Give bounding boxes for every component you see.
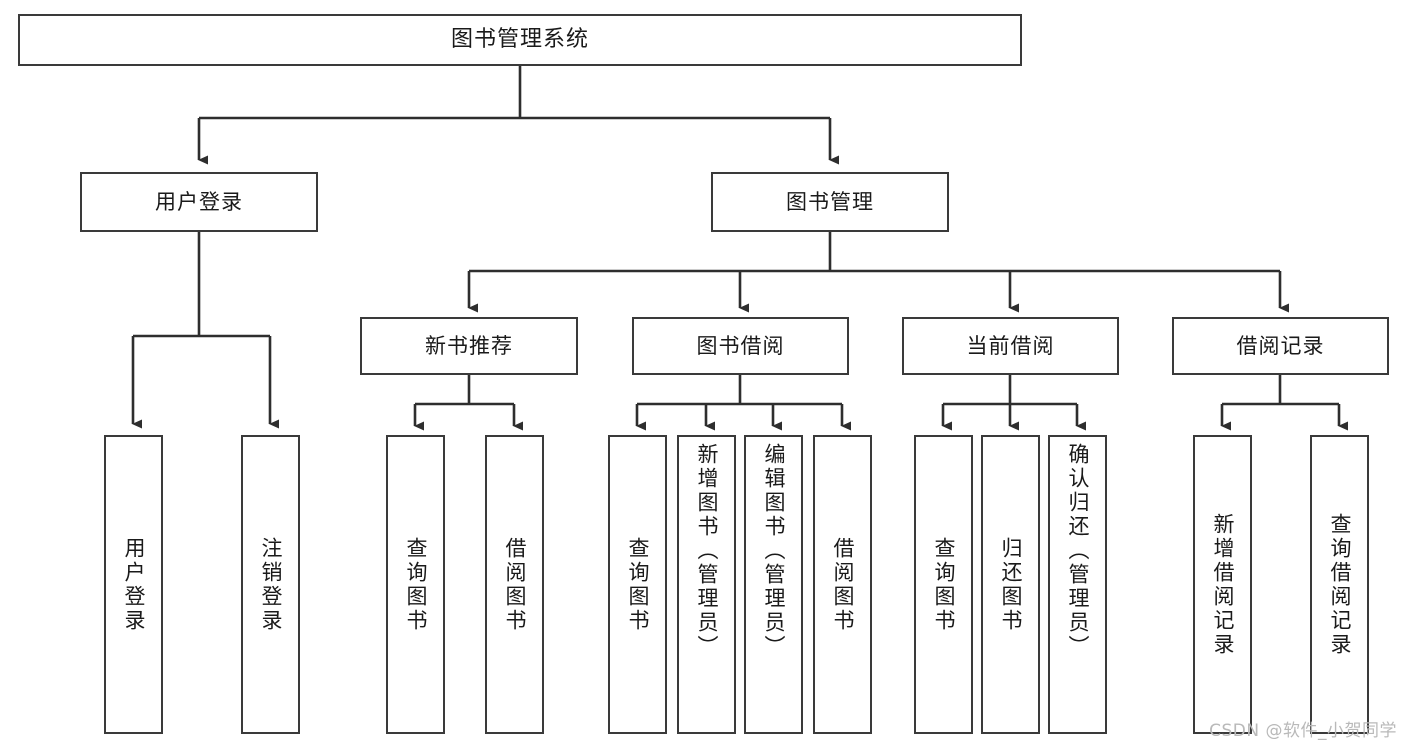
node-new-book-recommend[interactable]: 新书推荐 bbox=[360, 317, 578, 375]
node-label: 编辑图书（管理员） bbox=[762, 443, 786, 659]
node-label: 查询图书 bbox=[404, 536, 428, 633]
node-label: 图书管理 bbox=[786, 189, 874, 214]
leaf-user-logout[interactable]: 注销登录 bbox=[241, 435, 300, 734]
leaf-borrow-query-book[interactable]: 查询图书 bbox=[608, 435, 667, 734]
leaf-recommend-borrow-book[interactable]: 借阅图书 bbox=[485, 435, 544, 734]
node-label: 查询图书 bbox=[932, 536, 956, 633]
node-label: 用户登录 bbox=[155, 189, 243, 214]
node-borrow-record[interactable]: 借阅记录 bbox=[1172, 317, 1389, 375]
leaf-borrow-borrow-book[interactable]: 借阅图书 bbox=[813, 435, 872, 734]
csdn-watermark: CSDN @软件_小贺同学 bbox=[1209, 721, 1397, 741]
node-book-borrow[interactable]: 图书借阅 bbox=[632, 317, 849, 375]
node-user-login[interactable]: 用户登录 bbox=[80, 172, 318, 232]
node-root-system[interactable]: 图书管理系统 bbox=[18, 14, 1022, 66]
node-label: 确认归还（管理员） bbox=[1066, 443, 1090, 659]
node-label: 借阅图书 bbox=[831, 536, 855, 633]
leaf-current-confirm-return-admin[interactable]: 确认归还（管理员） bbox=[1048, 435, 1107, 734]
leaf-recommend-query-book[interactable]: 查询图书 bbox=[386, 435, 445, 734]
node-label: 新增借阅记录 bbox=[1211, 512, 1235, 657]
leaf-user-login[interactable]: 用户登录 bbox=[104, 435, 163, 734]
node-label: 当前借阅 bbox=[966, 333, 1055, 358]
leaf-current-return-book[interactable]: 归还图书 bbox=[981, 435, 1040, 734]
node-label: 图书借阅 bbox=[696, 333, 785, 358]
leaf-record-add-borrow-record[interactable]: 新增借阅记录 bbox=[1193, 435, 1252, 734]
node-label: 注销登录 bbox=[259, 536, 283, 633]
node-label: 新增图书（管理员） bbox=[695, 443, 719, 659]
leaf-borrow-edit-book-admin[interactable]: 编辑图书（管理员） bbox=[744, 435, 803, 734]
leaf-record-query-borrow-record[interactable]: 查询借阅记录 bbox=[1310, 435, 1369, 734]
node-book-management[interactable]: 图书管理 bbox=[711, 172, 949, 232]
node-label: 图书管理系统 bbox=[450, 27, 589, 53]
node-label: 借阅图书 bbox=[503, 536, 527, 633]
node-current-borrow[interactable]: 当前借阅 bbox=[902, 317, 1119, 375]
leaf-borrow-add-book-admin[interactable]: 新增图书（管理员） bbox=[677, 435, 736, 734]
node-label: 用户登录 bbox=[122, 536, 146, 633]
node-label: 新书推荐 bbox=[425, 333, 513, 358]
node-label: 查询图书 bbox=[626, 536, 650, 633]
leaf-current-query-book[interactable]: 查询图书 bbox=[914, 435, 973, 734]
node-label: 归还图书 bbox=[999, 536, 1023, 633]
node-label: 查询借阅记录 bbox=[1328, 512, 1352, 657]
node-label: 借阅记录 bbox=[1236, 333, 1325, 358]
